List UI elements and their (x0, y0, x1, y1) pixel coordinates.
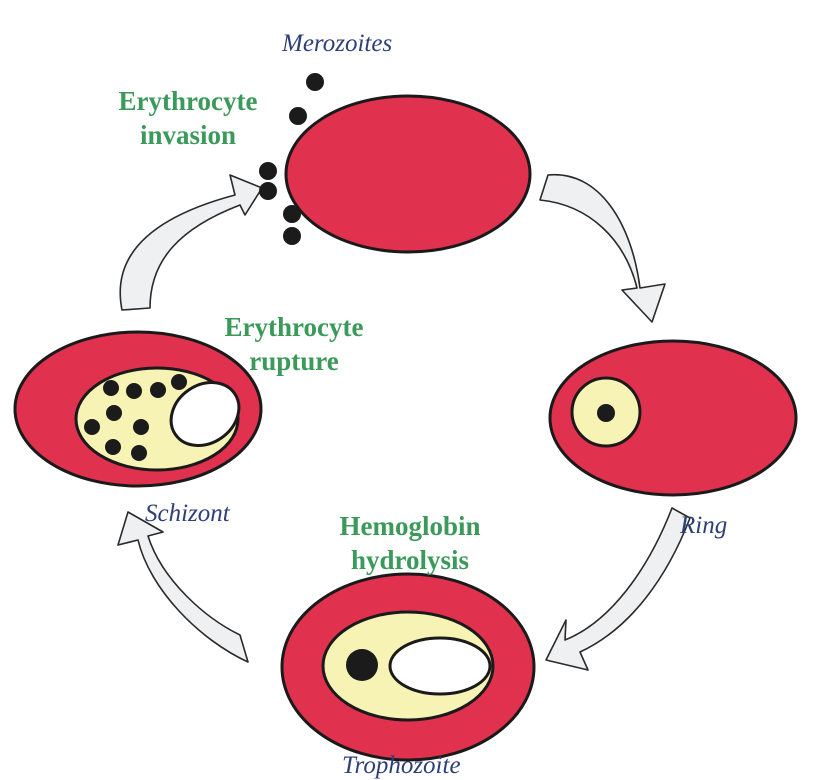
process-line: rupture (206, 344, 382, 378)
ring-label: Ring (680, 512, 727, 540)
schizont-label: Schizont (145, 500, 230, 528)
erythrocyte-rupture-label: Erythrocyte rupture (206, 310, 382, 378)
process-line: hydrolysis (312, 543, 508, 577)
process-line: invasion (100, 118, 276, 152)
arrow-trophozoite-to-schizont (118, 512, 248, 662)
erythrocyte-invasion-label: Erythrocyte invasion (100, 84, 276, 152)
process-line: Erythrocyte (206, 310, 382, 344)
process-line: Erythrocyte (100, 84, 276, 118)
arrow-merozoite-to-ring (540, 175, 665, 322)
erythrocyte-invasion-cell (286, 96, 530, 252)
arrow-ring-to-trophozoite (546, 508, 690, 670)
ring-stage-cell (550, 341, 796, 495)
hemoglobin-hydrolysis-label: Hemoglobin hydrolysis (312, 509, 508, 577)
trophozoite-stage-cell (282, 574, 534, 760)
trophozoite-label: Trophozoite (342, 752, 461, 780)
process-line: Hemoglobin (312, 509, 508, 543)
arrow-schizont-to-invasion (120, 175, 262, 310)
merozoites-label: Merozoites (282, 30, 392, 58)
